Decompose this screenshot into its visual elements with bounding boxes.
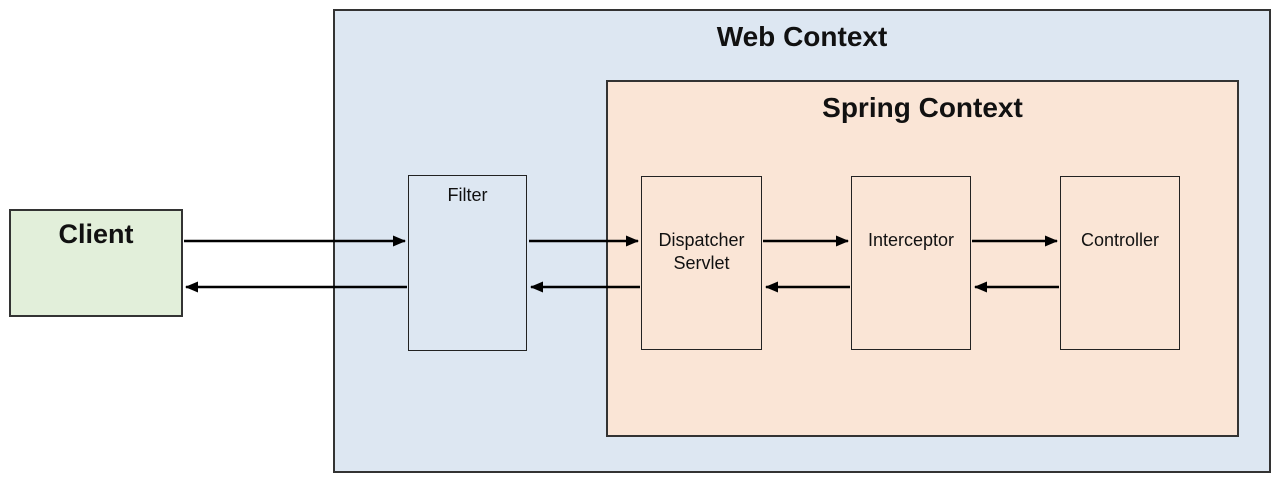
client-node: Client (9, 209, 183, 317)
dispatcher-servlet-node-label: Dispatcher Servlet (658, 230, 745, 273)
spring-context-title: Spring Context (822, 92, 1023, 123)
controller-node: Controller (1060, 176, 1180, 350)
filter-node-label: Filter (447, 185, 488, 205)
filter-node: Filter (408, 175, 527, 351)
interceptor-node: Interceptor (851, 176, 971, 350)
dispatcher-servlet-node: Dispatcher Servlet (641, 176, 762, 350)
client-node-label: Client (58, 219, 134, 249)
controller-node-label: Controller (1080, 230, 1160, 250)
web-context-title: Web Context (716, 21, 888, 52)
interceptor-node-label: Interceptor (867, 230, 955, 250)
